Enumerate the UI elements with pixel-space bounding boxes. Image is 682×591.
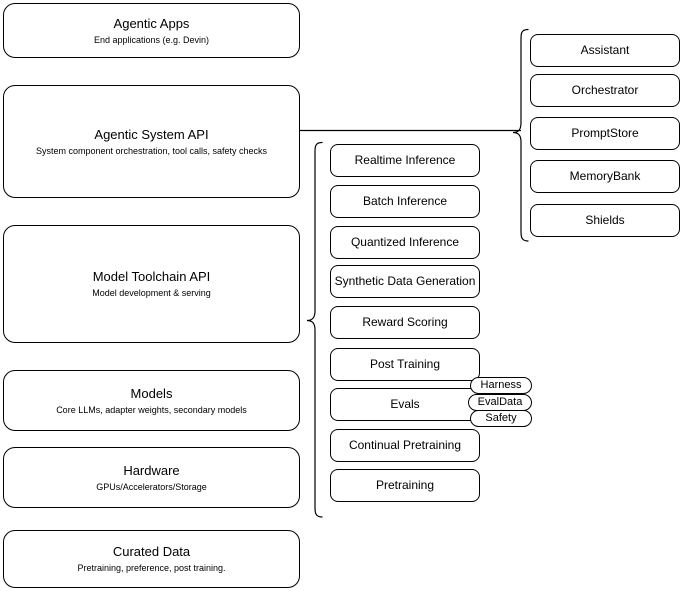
brace-system-components	[512, 28, 530, 243]
capability-label: Evals	[390, 397, 420, 411]
layer-subtitle: End applications (e.g. Devin)	[93, 34, 210, 45]
pill-label: Safety	[485, 412, 517, 424]
layer-title: Curated Data	[112, 544, 191, 559]
layer-subtitle: Model development & serving	[92, 288, 211, 298]
capability-label: Batch Inference	[362, 194, 448, 208]
layer-subtitle: Core LLMs, adapter weights, secondary mo…	[56, 404, 247, 415]
layer-curated-data[interactable]: Curated Data Pretraining, preference, po…	[3, 530, 300, 588]
layer-model-toolchain-api[interactable]: Model Toolchain API Model development & …	[3, 225, 300, 343]
component-label: Orchestrator	[571, 83, 639, 97]
layer-hardware[interactable]: Hardware GPUs/Accelerators/Storage	[3, 447, 300, 508]
brace-toolchain-capabilities	[305, 141, 323, 519]
pill-label: Harness	[480, 379, 522, 391]
layer-title: Hardware	[123, 462, 180, 478]
capability-realtime-inference[interactable]: Realtime Inference	[330, 144, 480, 177]
capability-pretraining[interactable]: Pretraining	[330, 469, 480, 502]
layer-agentic-system-api[interactable]: Agentic System API System component orch…	[3, 85, 300, 198]
component-label: MemoryBank	[569, 169, 641, 183]
component-label: Shields	[585, 213, 625, 227]
component-shields[interactable]: Shields	[530, 204, 680, 237]
layer-title: Agentic Apps	[113, 15, 190, 31]
component-label: PromptStore	[571, 126, 639, 140]
capability-evals[interactable]: Evals	[330, 388, 480, 421]
evals-subcomponent-harness[interactable]: Harness	[470, 377, 532, 394]
capability-post-training[interactable]: Post Training	[330, 348, 480, 381]
layer-title: Agentic System API	[94, 126, 209, 142]
component-promptstore[interactable]: PromptStore	[530, 117, 680, 150]
capability-quantized-inference[interactable]: Quantized Inference	[330, 226, 480, 259]
layer-subtitle: System component orchestration, tool cal…	[35, 145, 268, 156]
layer-subtitle: GPUs/Accelerators/Storage	[96, 481, 207, 492]
capability-reward-scoring[interactable]: Reward Scoring	[330, 306, 480, 339]
layer-models[interactable]: Models Core LLMs, adapter weights, secon…	[3, 370, 300, 431]
capability-batch-inference[interactable]: Batch Inference	[330, 185, 480, 218]
layer-title: Models	[130, 385, 173, 401]
layer-agentic-apps[interactable]: Agentic Apps End applications (e.g. Devi…	[3, 3, 300, 58]
capability-label: Pretraining	[375, 478, 435, 492]
capability-label: Quantized Inference	[350, 235, 460, 249]
capability-label: Continual Pretraining	[348, 438, 462, 452]
component-memorybank[interactable]: MemoryBank	[530, 160, 680, 193]
capability-label: Realtime Inference	[354, 153, 456, 167]
component-assistant[interactable]: Assistant	[530, 34, 680, 67]
layer-subtitle: Pretraining, preference, post training.	[77, 563, 226, 573]
component-label: Assistant	[580, 43, 630, 57]
connector-system-api-to-components	[300, 124, 525, 138]
evals-subcomponent-safety[interactable]: Safety	[470, 410, 532, 427]
capability-label: Synthetic Data Generation	[334, 274, 476, 288]
pill-label: EvalData	[477, 396, 523, 408]
capability-synthetic-data-generation[interactable]: Synthetic Data Generation	[330, 265, 480, 298]
layer-title: Model Toolchain API	[92, 269, 211, 284]
evals-subcomponent-evaldata[interactable]: EvalData	[468, 394, 532, 411]
capability-label: Reward Scoring	[362, 315, 448, 329]
capability-label: Post Training	[369, 357, 441, 371]
component-orchestrator[interactable]: Orchestrator	[530, 74, 680, 107]
capability-continual-pretraining[interactable]: Continual Pretraining	[330, 429, 480, 462]
